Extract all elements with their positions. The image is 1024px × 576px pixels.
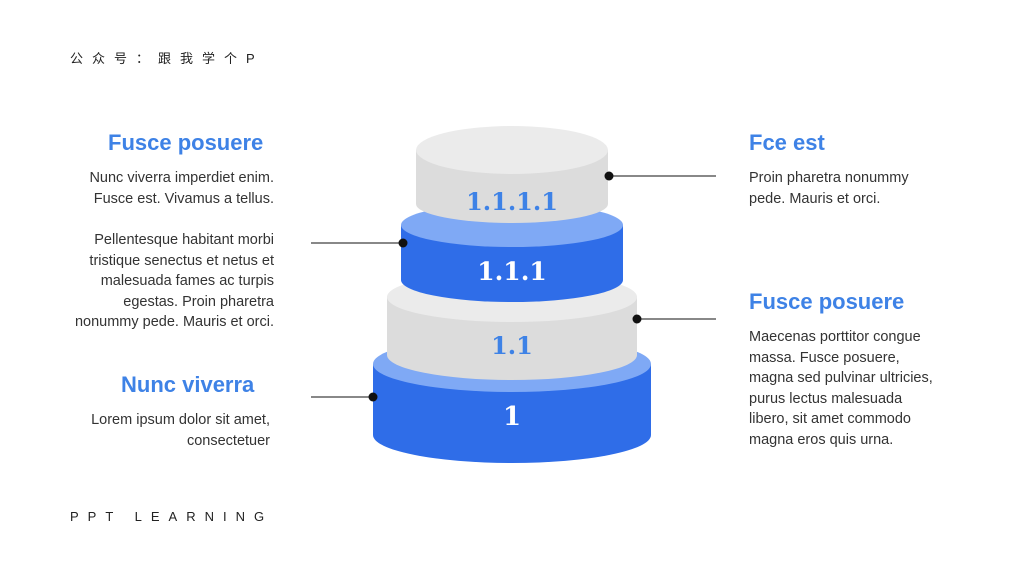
right-bottom-title: Fusce posuere — [749, 289, 905, 314]
tier-4-cylinder: 1.1.1.1 — [416, 126, 608, 223]
left-bottom-title: Nunc viverra — [121, 372, 255, 397]
tier-1-side — [373, 364, 651, 463]
right-top-text: Proin pharetra nonummy pede. Mauris et o… — [749, 170, 909, 207]
tier-4-top — [416, 126, 608, 174]
tier-2-label: 1.1 — [491, 331, 533, 360]
left-top-title: Fusce posuere — [108, 130, 264, 155]
connector-left-middle — [311, 238, 408, 248]
right-top-title: Fce est — [749, 130, 825, 155]
tier-3-label: 1.1.1 — [477, 257, 547, 286]
right-bottom-text: Maecenas porttitor congue massa. Fusce p… — [749, 329, 933, 448]
connector-left-bottom — [311, 392, 378, 402]
tier-3-side — [401, 225, 623, 302]
connector-right-bottom — [632, 314, 716, 324]
connector-dot — [632, 314, 642, 324]
tier-1-label: 1 — [503, 402, 521, 432]
connector-dot — [368, 392, 378, 402]
connector-dot — [398, 238, 408, 248]
footer-brand: PPT LEARNING — [70, 509, 274, 524]
left-bottom-text: Lorem ipsum dolor sit amet, consectetuer — [91, 412, 270, 449]
left-middle-text: Pellentesque habitant morbi tristique se… — [74, 232, 274, 330]
left-top-text: Nunc viverra imperdiet enim. Fusce est. … — [89, 170, 274, 207]
connector-right-top — [604, 171, 716, 181]
connector-dot — [604, 171, 614, 181]
header-brand: 公众号：跟我学个P — [70, 51, 264, 66]
tier-4-label: 1.1.1.1 — [466, 187, 558, 216]
